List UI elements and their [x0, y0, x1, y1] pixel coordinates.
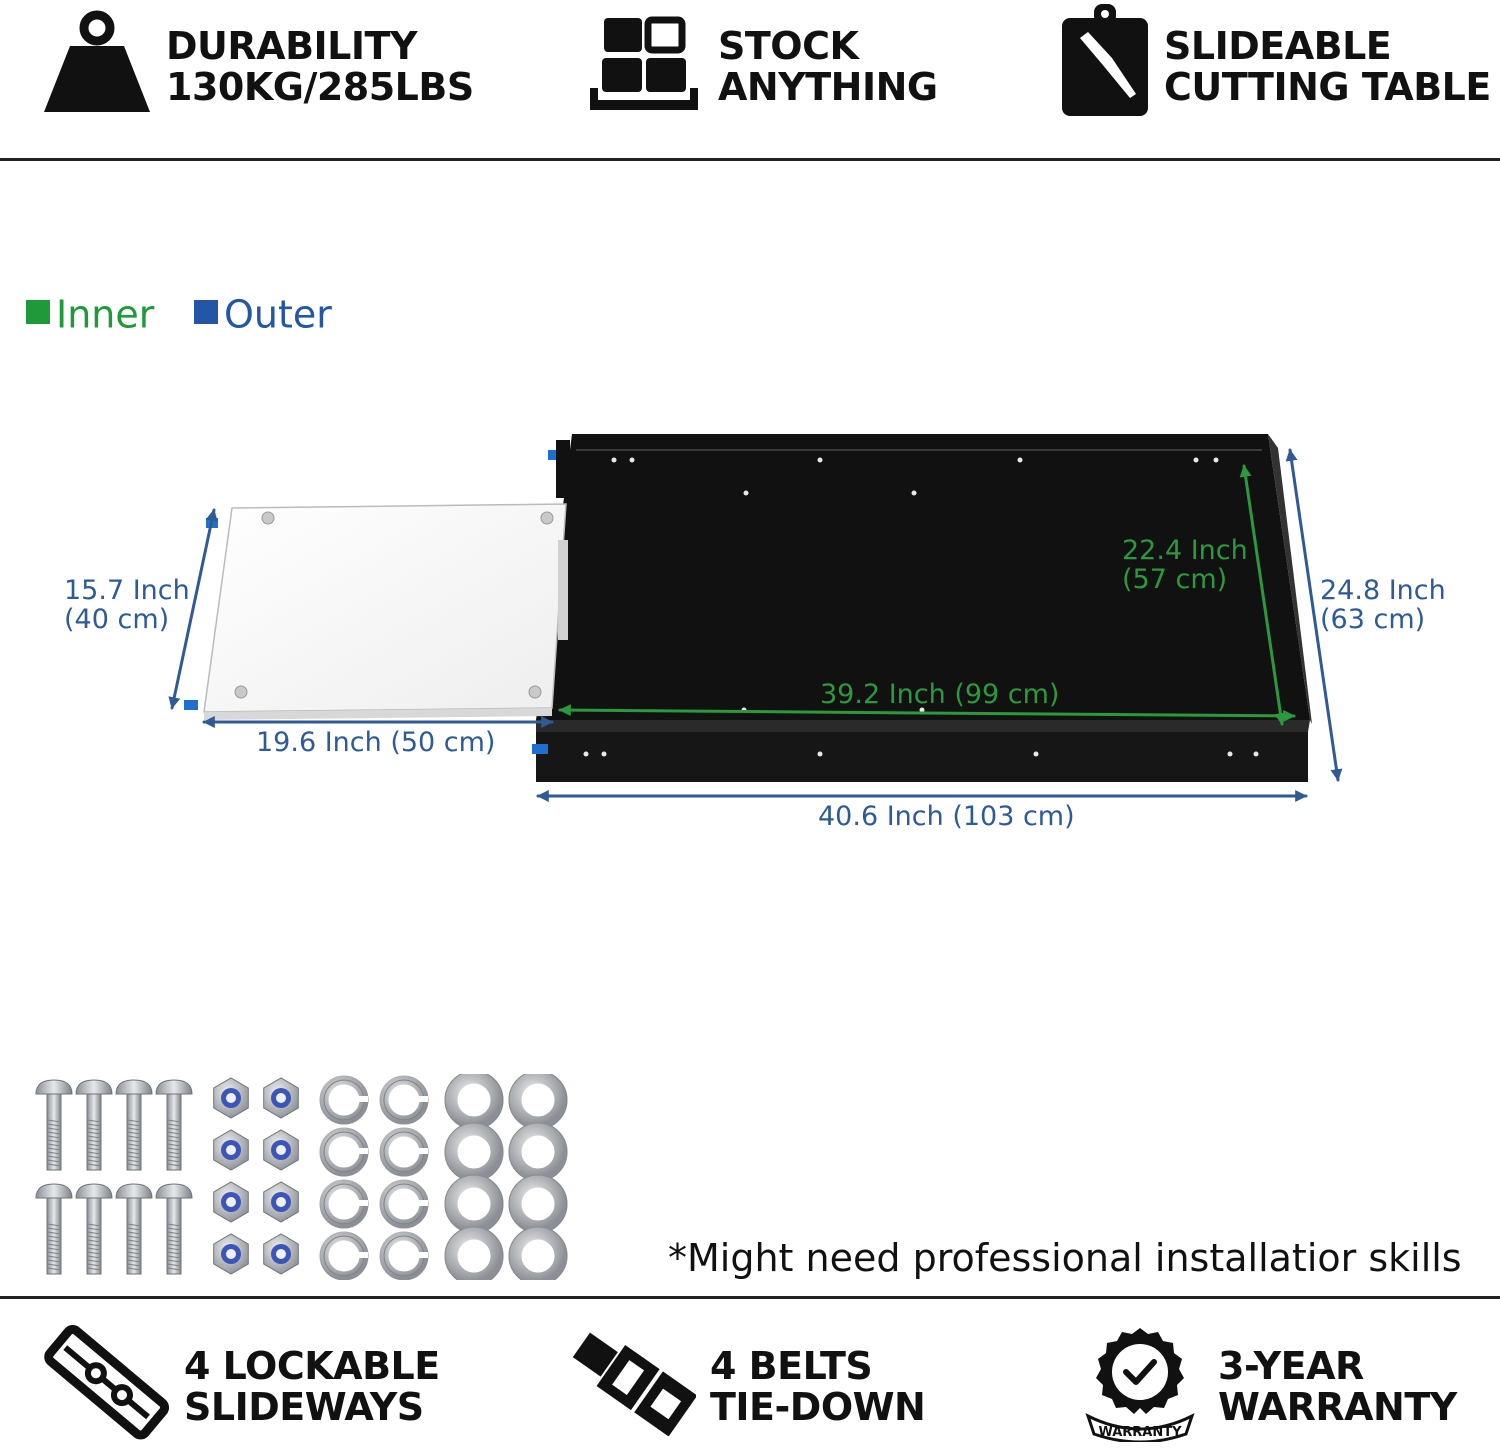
legend-outer: Outer	[194, 290, 332, 337]
flat-washer	[508, 1226, 568, 1280]
installation-note: *Might need professional installatior sk…	[668, 1236, 1462, 1280]
flat-washer	[444, 1226, 504, 1280]
lock-nut	[263, 1077, 299, 1119]
blocks-icon	[590, 16, 698, 110]
board-depth-label: 15.7 Inch (40 cm)	[64, 575, 190, 635]
bolt	[115, 1183, 153, 1275]
tray-outer-depth-arrow	[1285, 448, 1343, 782]
feature-belts-tie-down: 4 BELTS TIE-DOWN	[710, 1344, 926, 1429]
cutting-board-icon	[1062, 4, 1148, 116]
spring-washer	[379, 1075, 429, 1125]
tray-inner-width-label: 39.2 Inch (99 cm)	[820, 679, 1060, 710]
flat-washer	[444, 1122, 504, 1182]
spring-washer	[379, 1179, 429, 1229]
legend-inner: Inner	[26, 290, 154, 337]
flat-washer	[508, 1174, 568, 1234]
board-width-label: 19.6 Inch (50 cm)	[256, 727, 496, 758]
tray-inner-depth-arrow	[1239, 464, 1287, 726]
top-divider	[0, 158, 1500, 161]
lock-nut	[213, 1181, 249, 1223]
bolt	[35, 1183, 73, 1275]
spring-washer	[319, 1075, 369, 1125]
weight-icon	[44, 10, 150, 112]
bolt	[155, 1183, 193, 1275]
board-depth-arrow	[168, 508, 218, 710]
bottom-divider	[0, 1296, 1500, 1299]
cutting-board	[184, 503, 568, 720]
lock-nut	[263, 1233, 299, 1275]
legend-inner-swatch	[26, 299, 50, 324]
tray-outer-depth-label: 24.8 Inch (63 cm)	[1320, 575, 1446, 635]
dimension-lines	[168, 448, 1343, 802]
bolt	[115, 1079, 153, 1171]
bolts	[35, 1079, 193, 1275]
spring-washer	[319, 1127, 369, 1177]
flat-washers	[444, 1074, 568, 1280]
slide-out-tray	[532, 434, 1312, 782]
lock-nut	[213, 1129, 249, 1171]
feature-durability: DURABILITY 130KG/285LBS	[166, 24, 474, 109]
lock-nut	[213, 1077, 249, 1119]
tray-holes	[583, 457, 1259, 757]
flat-washer	[508, 1122, 568, 1182]
spring-washer	[379, 1231, 429, 1280]
legend-outer-swatch	[194, 299, 218, 324]
feature-lockable-slideways: 4 LOCKABLE SLIDEWAYS	[184, 1344, 440, 1429]
tray-inner-width-arrow	[558, 704, 1296, 722]
spring-washer	[319, 1179, 369, 1229]
spring-washer	[379, 1127, 429, 1177]
flat-washer	[508, 1074, 568, 1130]
hardware-kit	[35, 1074, 568, 1280]
belt-buckle-icon	[572, 1332, 696, 1436]
feature-slideable-cutting-table: SLIDEABLE CUTTING TABLE	[1164, 24, 1491, 109]
lock-nut	[263, 1129, 299, 1171]
bolt	[155, 1079, 193, 1171]
tray-outer-width-label: 40.6 Inch (103 cm)	[818, 801, 1075, 832]
feature-stock-anything: STOCK ANYTHING	[718, 24, 938, 109]
warranty-badge-text: WARRANTY	[1098, 1425, 1182, 1440]
bolt	[75, 1183, 113, 1275]
lock-nut	[213, 1233, 249, 1275]
flat-washer	[444, 1174, 504, 1234]
spring-washers	[319, 1075, 429, 1280]
warranty-badge-icon: WARRANTY	[1085, 1328, 1195, 1442]
bolt	[35, 1079, 73, 1171]
product-drawing	[168, 434, 1343, 802]
lock-nuts	[213, 1077, 299, 1275]
flat-washer	[444, 1074, 504, 1130]
lock-nut	[263, 1181, 299, 1223]
tray-inner-depth-label: 22.4 Inch (57 cm)	[1122, 535, 1248, 595]
bolt	[75, 1079, 113, 1171]
slideway-icon	[44, 1325, 170, 1440]
feature-3-year-warranty: 3-YEAR WARRANTY	[1218, 1344, 1457, 1429]
spring-washer	[319, 1231, 369, 1280]
